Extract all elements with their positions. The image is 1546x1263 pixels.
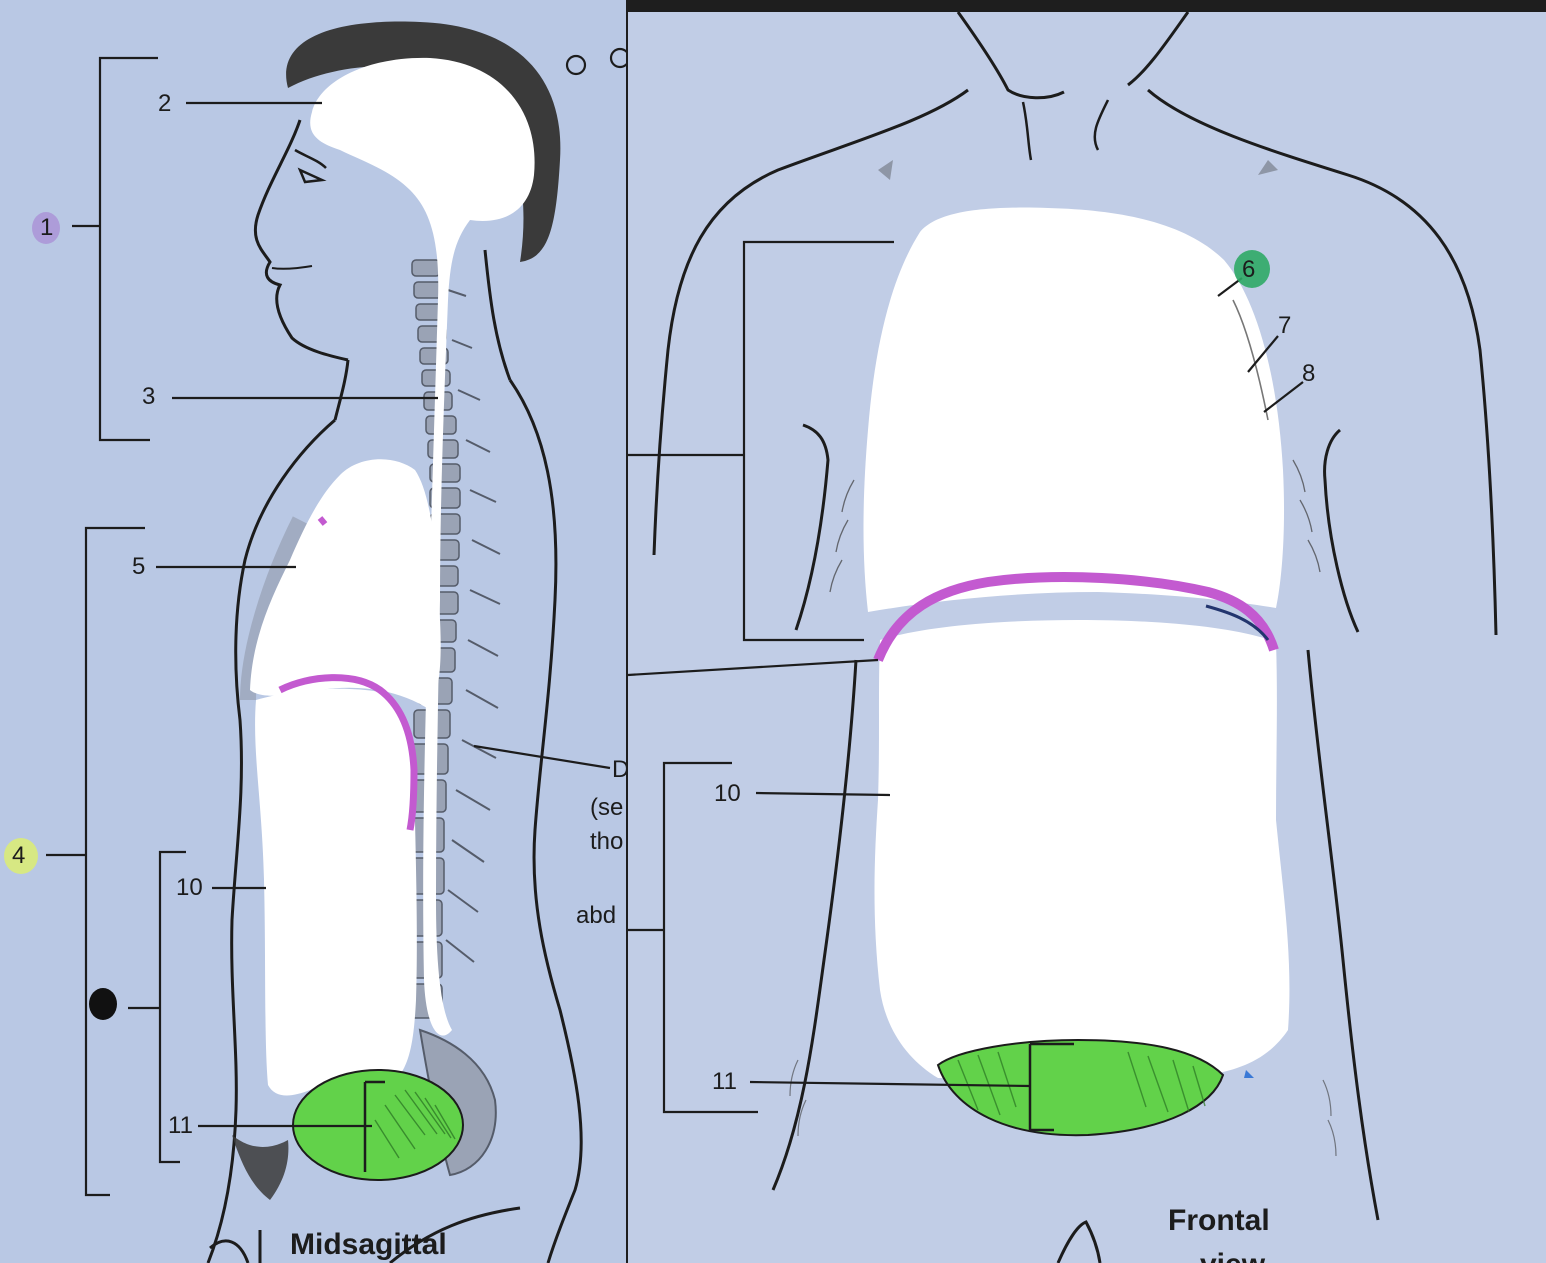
frontal-panel: 6 7 8 10 11 Frontal view bbox=[628, 0, 1546, 1263]
partial-text-d: D bbox=[612, 756, 626, 783]
frontal-figure bbox=[628, 11, 1498, 1263]
leader-7 bbox=[1247, 335, 1279, 373]
label-6: 6 bbox=[1242, 256, 1256, 283]
blank-abdominal bbox=[255, 688, 417, 1096]
highlight-1 bbox=[32, 212, 60, 244]
label-5: 5 bbox=[132, 553, 146, 580]
bracket-thoracic bbox=[628, 240, 894, 642]
label-3: 3 bbox=[142, 383, 156, 410]
blank-thoracic bbox=[863, 207, 1285, 612]
pelvic-cavity bbox=[936, 1038, 1225, 1137]
caption-midsagittal: Midsagittal bbox=[290, 1228, 447, 1261]
label-11: 11 bbox=[168, 1112, 193, 1139]
diaphragm bbox=[873, 572, 1279, 662]
label-2: 2 bbox=[158, 90, 172, 117]
leader-10 bbox=[755, 791, 891, 797]
label-7: 7 bbox=[1278, 312, 1292, 339]
leader-11 bbox=[749, 1080, 1031, 1088]
highlight-4 bbox=[4, 838, 38, 874]
blank-cranial bbox=[310, 57, 535, 1036]
bracket-abdominopelvic bbox=[628, 761, 758, 1114]
label-11: 11 bbox=[712, 1068, 737, 1095]
midsagittal-figure bbox=[46, 21, 626, 1263]
bracket-4 bbox=[46, 526, 145, 1197]
ink-dot bbox=[89, 988, 117, 1020]
label-10: 10 bbox=[714, 780, 741, 807]
leader-diaphragm bbox=[628, 658, 879, 677]
blank-abdominopelvic bbox=[874, 620, 1290, 1080]
back-outline bbox=[508, 379, 583, 1263]
face-outline bbox=[253, 119, 349, 362]
label-8: 8 bbox=[1302, 360, 1316, 387]
label-1: 1 bbox=[40, 214, 54, 241]
caption-view: view bbox=[1200, 1248, 1265, 1263]
caption-frontal: Frontal bbox=[1168, 1204, 1270, 1237]
partial-text-tho: tho bbox=[590, 828, 624, 855]
front-outline bbox=[206, 418, 336, 1263]
top-bar bbox=[628, 0, 1546, 12]
highlight-6 bbox=[1234, 250, 1270, 288]
label-10: 10 bbox=[176, 874, 203, 901]
partial-text-se: (se bbox=[590, 794, 624, 821]
blank-thoracic bbox=[250, 459, 441, 710]
partial-text-abd: abd bbox=[576, 902, 617, 929]
bracket-inner bbox=[128, 850, 186, 1164]
left-shoulder bbox=[652, 88, 969, 556]
bracket-1 bbox=[72, 56, 158, 442]
leader-d bbox=[473, 744, 611, 770]
midsagittal-panel: 1 2 3 4 5 10 11 D (se tho abd Midsagitta… bbox=[0, 0, 626, 1263]
right-shoulder bbox=[1147, 88, 1498, 636]
diaphragm bbox=[278, 674, 418, 831]
label-4: 4 bbox=[12, 842, 26, 869]
leader-8 bbox=[1263, 381, 1304, 413]
pubic-hair bbox=[232, 1135, 289, 1200]
spinous-processes bbox=[445, 289, 501, 963]
